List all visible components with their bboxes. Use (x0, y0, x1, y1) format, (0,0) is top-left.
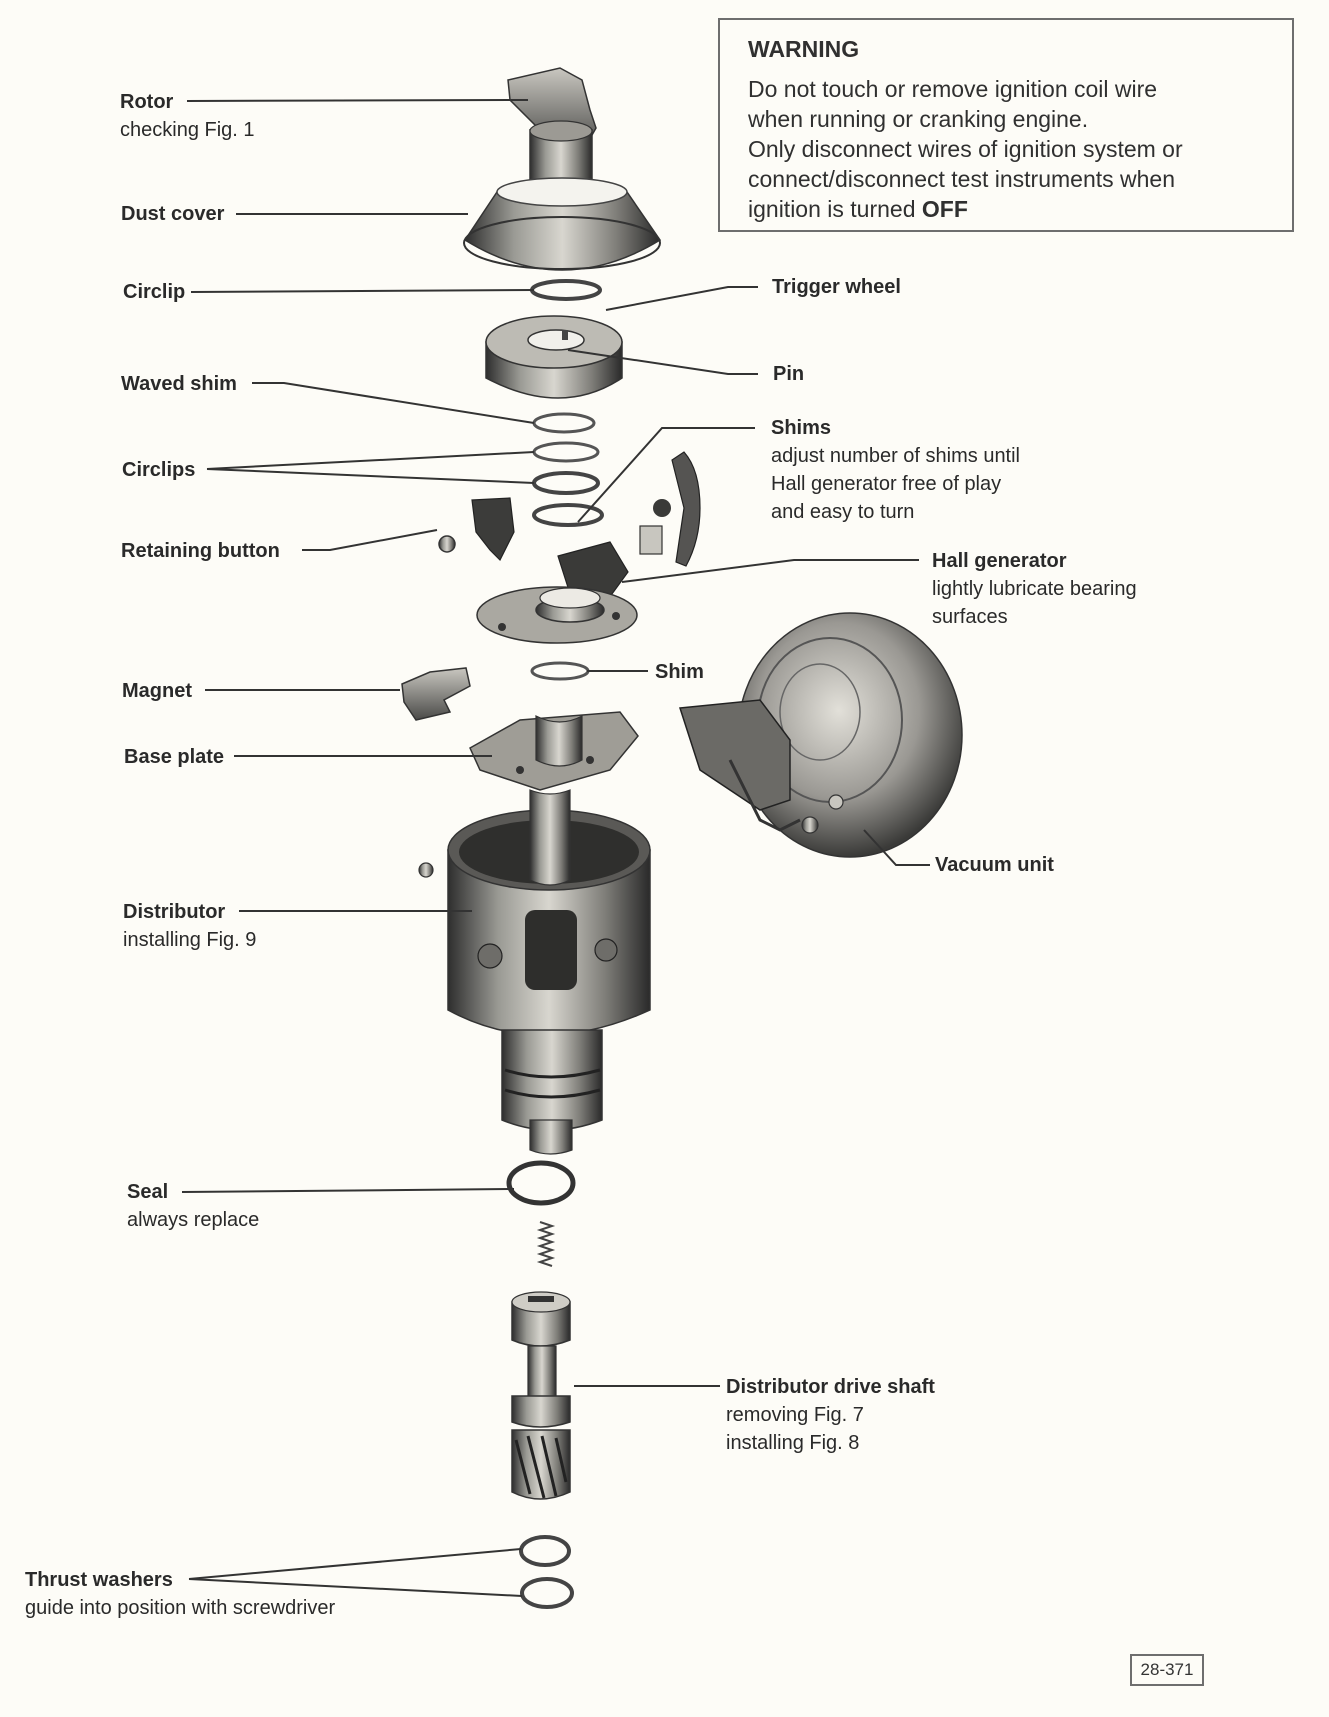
drive-shaft-note-1: removing Fig. 7 (726, 1404, 864, 1426)
shims-note-2: Hall generator free of play (771, 473, 1002, 495)
circlip-leader (190, 289, 535, 293)
warning-line-4: connect/disconnect test instruments when (748, 166, 1176, 192)
retaining-button-part (438, 535, 456, 553)
shims-label: Shims adjust number of shims until Hall … (771, 414, 1020, 526)
waved-shim-part (532, 412, 596, 434)
rotor-label: Rotor checking Fig. 1 (120, 88, 255, 144)
waved-shim-leader (252, 382, 535, 424)
pin-label: Pin (773, 360, 804, 388)
rotor-title: Rotor (120, 91, 174, 113)
warning-line-2: when running or cranking engine. (748, 106, 1089, 132)
shims-note-3: and easy to turn (771, 501, 915, 523)
seal-leader (181, 1188, 515, 1193)
warning-off-emphasis: OFF (921, 196, 968, 222)
circlips-part (532, 441, 600, 495)
seal-title: Seal (127, 1181, 169, 1203)
pin-leader (567, 349, 758, 375)
magnet-label: Magnet (122, 677, 192, 705)
hall-generator-label: Hall generator lightly lubricate bearing… (932, 547, 1137, 631)
hall-generator-part (471, 451, 701, 644)
base-plate-title: Base plate (124, 746, 225, 768)
trigger-wheel-part (485, 315, 623, 399)
hall-generator-note-1: lightly lubricate bearing (932, 578, 1137, 600)
distributor-housing-part (418, 789, 651, 1155)
retaining-button-leader (302, 529, 438, 551)
thrust-washers-part (519, 1535, 574, 1609)
circlips-label: Circlips (122, 456, 195, 484)
hall-generator-note-2: surfaces (932, 606, 1008, 628)
circlip-title: Circlip (123, 281, 186, 303)
warning-line-5: ignition is turned OFF (748, 194, 1292, 224)
spring-part (536, 1221, 556, 1267)
drive-shaft-label: Distributor drive shaft removing Fig. 7 … (726, 1373, 935, 1457)
seal-part (506, 1160, 576, 1206)
dust-cover-part (463, 177, 662, 271)
warning-line-1: Do not touch or remove ignition coil wir… (748, 76, 1158, 102)
pin-title: Pin (773, 363, 805, 385)
base-plate-label: Base plate (124, 743, 224, 771)
dust-cover-title: Dust cover (121, 203, 225, 225)
trigger-wheel-title: Trigger wheel (772, 276, 901, 298)
shims-part (532, 503, 604, 527)
vacuum-unit-part (679, 612, 963, 858)
circlip-part (530, 279, 602, 301)
drive-shaft-part (511, 1291, 571, 1500)
thrust-washers-title: Thrust washers (25, 1569, 173, 1591)
circlips-leader-b (206, 468, 535, 484)
thrust-washers-note: guide into position with screwdriver (25, 1597, 336, 1619)
shim-title: Shim (655, 661, 704, 683)
shims-note-1: adjust number of shims until (771, 445, 1021, 467)
magnet-part (401, 667, 471, 721)
waved-shim-label: Waved shim (121, 370, 237, 398)
thrust-washers-leader-a (188, 1548, 522, 1580)
shims-leader (577, 427, 755, 523)
thrust-washers-label: Thrust washers guide into position with … (25, 1566, 335, 1622)
trigger-wheel-label: Trigger wheel (772, 273, 901, 301)
warning-line-5-text: ignition is turned (748, 196, 922, 222)
trigger-wheel-leader (605, 286, 758, 311)
figure-number: 28-371 (1130, 1654, 1204, 1686)
waved-shim-title: Waved shim (121, 373, 237, 395)
shim-label: Shim (655, 658, 704, 686)
magnet-title: Magnet (122, 680, 192, 702)
distributor-note: installing Fig. 9 (123, 929, 257, 951)
seal-note: always replace (127, 1209, 260, 1231)
base-plate-part (469, 711, 639, 791)
rotor-note: checking Fig. 1 (120, 119, 255, 141)
drive-shaft-note-2: installing Fig. 8 (726, 1432, 860, 1454)
retaining-button-label: Retaining button (121, 537, 280, 565)
vacuum-unit-title: Vacuum unit (935, 854, 1054, 876)
circlips-leader-a (206, 451, 535, 470)
vacuum-unit-label: Vacuum unit (935, 851, 1054, 879)
thrust-washers-leader-b (188, 1578, 523, 1597)
shims-title: Shims (771, 417, 832, 439)
distributor-title: Distributor (123, 901, 226, 923)
warning-line-3: Only disconnect wires of ignition system… (748, 136, 1183, 162)
vacuum-unit-leader (863, 829, 930, 866)
rotor-leader (186, 99, 529, 102)
warning-box: WARNING Do not touch or remove ignition … (718, 18, 1294, 232)
drive-shaft-title: Distributor drive shaft (726, 1376, 935, 1398)
circlips-title: Circlips (122, 459, 196, 481)
seal-label: Seal always replace (127, 1178, 259, 1234)
retaining-button-title: Retaining button (121, 540, 280, 562)
hall-generator-title: Hall generator (932, 550, 1067, 572)
circlip-label: Circlip (123, 278, 185, 306)
warning-title: WARNING (748, 36, 860, 62)
hall-generator-leader (621, 559, 919, 583)
shim-part (530, 661, 590, 681)
dust-cover-label: Dust cover (121, 200, 224, 228)
distributor-label: Distributor installing Fig. 9 (123, 898, 256, 954)
